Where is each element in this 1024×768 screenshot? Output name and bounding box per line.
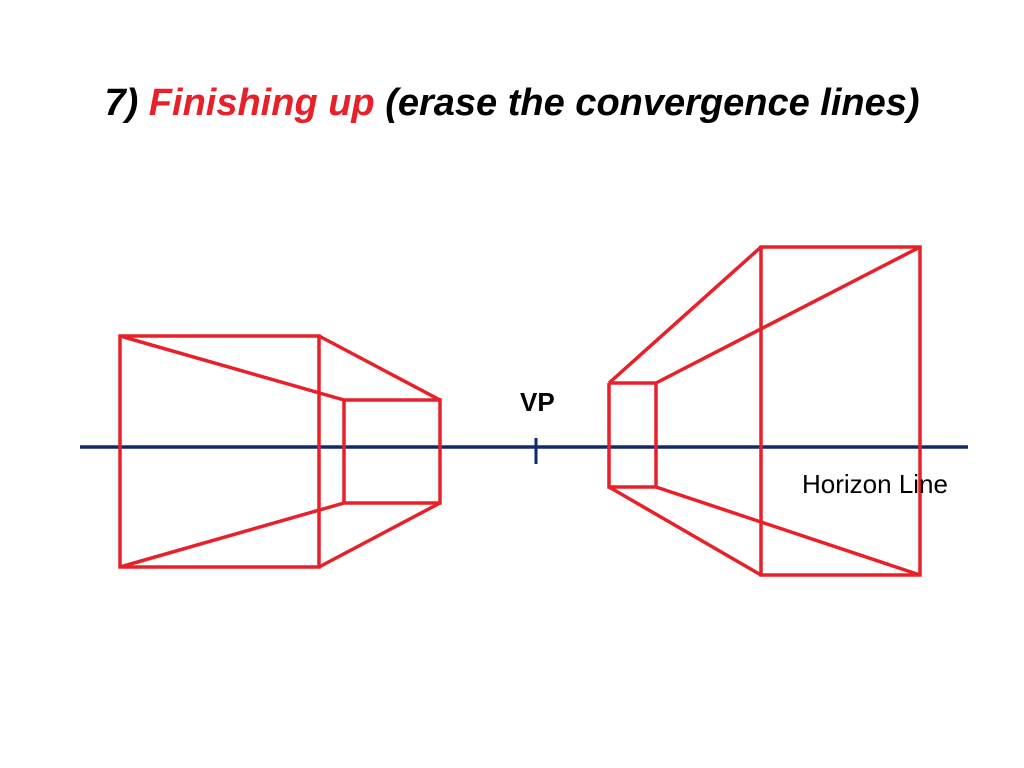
vanishing-point-label: VP xyxy=(520,387,555,417)
horizon-line-label: Horizon Line xyxy=(802,469,948,499)
right-box-bottom-edge-outer xyxy=(608,485,762,577)
title-highlight: Finishing up xyxy=(148,82,375,124)
title-instruction: (erase the convergence lines) xyxy=(374,82,920,124)
left-box-bottom-edge-outer xyxy=(318,501,441,569)
left-box-front-face xyxy=(118,334,321,569)
left-box-back-face xyxy=(342,398,442,505)
slide-title: 7) Finishing up (erase the convergence l… xyxy=(0,78,1024,128)
left-box xyxy=(118,334,442,569)
right-box xyxy=(607,245,922,577)
right-box-bottom-edge-inner xyxy=(655,485,921,577)
left-box-top-edge-outer xyxy=(318,334,441,402)
left-box-top-edge-inner xyxy=(119,334,345,402)
right-box-front-face xyxy=(759,245,922,577)
left-box-bottom-edge-inner xyxy=(119,501,345,569)
title-step-number: 7) xyxy=(104,82,149,124)
right-box-top-edge-outer xyxy=(607,245,763,385)
right-box-top-edge-inner xyxy=(655,245,921,385)
right-box-back-face xyxy=(607,381,658,489)
